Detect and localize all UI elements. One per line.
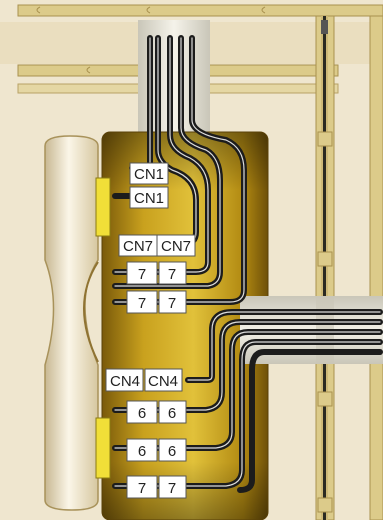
svg-text:7: 7 xyxy=(168,266,176,283)
support-pillar xyxy=(44,135,99,511)
svg-text:CN1: CN1 xyxy=(134,166,164,183)
label-cn4-left: CN4 xyxy=(105,368,144,392)
svg-text:CN4: CN4 xyxy=(110,373,140,390)
svg-text:CN7: CN7 xyxy=(161,238,191,255)
label-cn4-right: CN4 xyxy=(144,368,183,392)
label-row1: 7 7 xyxy=(126,261,187,285)
right-frame-posts xyxy=(315,15,383,520)
label-cn1-bottom: CN1 xyxy=(129,186,169,209)
label-row5: 7 7 xyxy=(126,475,187,499)
label-row3: 6 6 xyxy=(126,400,187,424)
svg-text:CN1: CN1 xyxy=(134,190,164,207)
svg-text:CN7: CN7 xyxy=(123,238,153,255)
label-row2: 7 7 xyxy=(126,290,187,314)
label-cn7-left: CN7 xyxy=(118,234,158,257)
label-row4: 6 6 xyxy=(126,438,187,462)
svg-text:7: 7 xyxy=(138,266,146,283)
label-cn7-right: CN7 xyxy=(156,234,196,257)
connector-block-lower xyxy=(95,417,111,479)
svg-text:6: 6 xyxy=(168,443,176,460)
svg-text:7: 7 xyxy=(168,295,176,312)
label-cn1-top: CN1 xyxy=(129,162,169,185)
svg-text:6: 6 xyxy=(138,405,146,422)
svg-text:CN4: CN4 xyxy=(148,373,178,390)
svg-text:7: 7 xyxy=(168,480,176,497)
svg-text:7: 7 xyxy=(138,480,146,497)
svg-text:6: 6 xyxy=(138,443,146,460)
svg-text:6: 6 xyxy=(168,405,176,422)
svg-text:7: 7 xyxy=(138,295,146,312)
connector-labels: CN1 CN1 CN7 CN7 7 7 7 7 CN4 xyxy=(105,162,196,499)
connector-block-upper xyxy=(95,177,111,237)
